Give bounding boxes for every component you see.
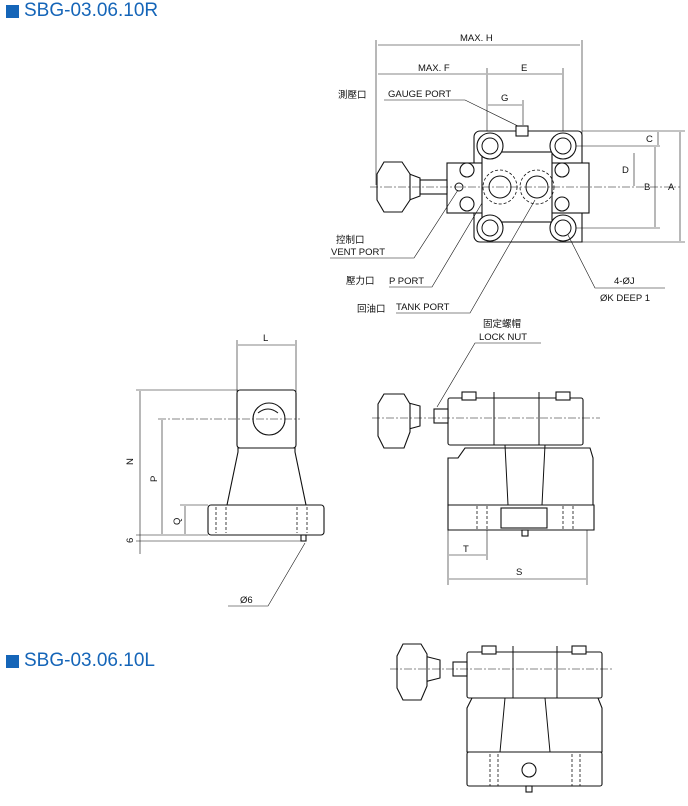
dim-q: Q [172,518,183,525]
bullet-square-icon [6,4,19,18]
dim-p: P [149,476,160,482]
model-title-r: SBG-03.06.10R [6,0,158,22]
holes-label: 4-ØJ [614,276,635,287]
model-title-l: SBG-03.06.10L [6,650,155,672]
model-title-r-text: SBG-03.06.10R [24,0,159,21]
pin-label: Ø6 [240,595,253,606]
p-port-zh: 壓力口 [346,275,375,287]
dim-b: B [644,182,650,193]
gauge-port-en: GAUGE PORT [388,89,451,100]
dim-l: L [263,333,268,344]
tank-port-zh: 回油口 [357,303,386,315]
dim-n: N [125,458,136,465]
p-port-en: P PORT [389,276,424,287]
dim-e: E [521,63,527,74]
dim-t: T [463,544,469,555]
model-title-l-text: SBG-03.06.10L [24,650,155,671]
dim-g: G [501,93,508,104]
vent-port-zh: 控制口 [336,234,365,246]
front-view: 固定螺帽 LOCK NUT T S [372,318,600,585]
dim-c: C [646,134,653,145]
dim-6: 6 [125,538,136,543]
lock-nut-en: LOCK NUT [479,332,527,343]
side-view: L N P Q 6 Ø6 [125,333,325,607]
dim-a: A [668,182,675,193]
l-version-view [390,643,612,793]
gauge-port-zh: 測壓口 [338,89,367,101]
dim-max-f: MAX. F [418,63,450,74]
lock-nut-zh: 固定螺帽 [483,318,521,330]
top-view: MAX. H MAX. F E G 測壓口 GAUGE PORT A [330,33,685,315]
dim-d: D [622,165,629,176]
bullet-square-icon [6,654,19,668]
vent-port-en: VENT PORT [331,247,385,258]
dim-s: S [516,567,522,578]
deep-label: ØK DEEP 1 [600,293,650,304]
dim-max-h: MAX. H [460,33,493,44]
tank-port-en: TANK PORT [396,302,450,313]
